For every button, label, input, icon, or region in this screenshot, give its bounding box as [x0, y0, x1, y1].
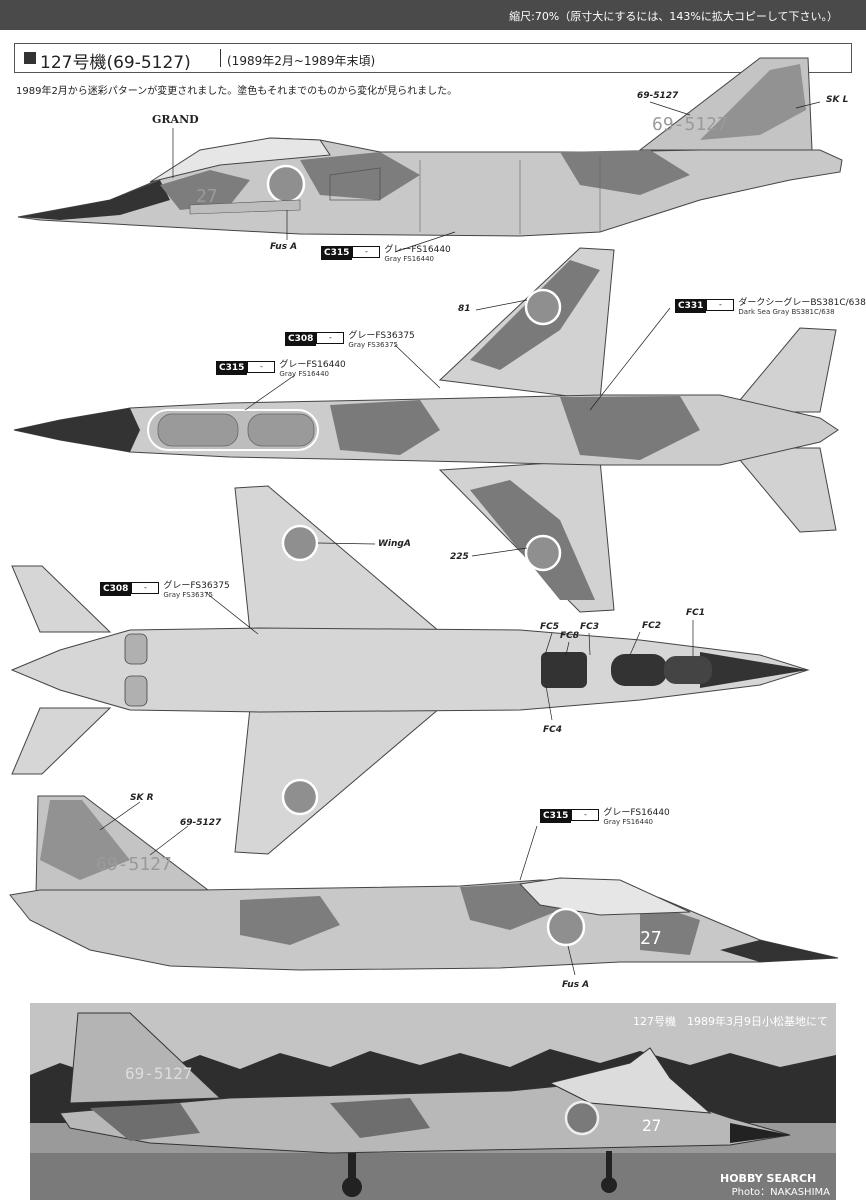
color-swatch-box: - [352, 246, 381, 258]
hobbysearch-watermark: HOBBY SEARCH [720, 1172, 817, 1185]
color-callout-c315-side-left: C315 - グレーFS16440 Gray FS16440 [321, 246, 451, 264]
color-swatch-box: - [247, 361, 276, 373]
fus-label-left: Fus A [270, 242, 298, 252]
fus-label-right: Fus A [562, 980, 590, 990]
serial-label-right: 69-5127 [180, 818, 222, 828]
tail-serial-left: 69-5127 [652, 114, 728, 135]
color-name-en: Gray FS16440 [603, 818, 653, 826]
photo-credit: Photo：NAKASHIMA [731, 1187, 830, 1198]
section-title: 127号機(69-5127) [40, 53, 191, 73]
fc2-label: FC2 [642, 621, 662, 631]
sk-left-label: SK L [826, 95, 849, 105]
color-name-en: Dark Sea Gray BS381C/638 [738, 308, 835, 316]
top-view [13, 247, 839, 613]
section-period: (1989年2月~1989年末頃) [227, 54, 376, 68]
color-code: C315 [321, 246, 353, 260]
photo-caption: 127号機 1989年3月9日小松基地にて [633, 1015, 828, 1028]
color-swatch-box: - [131, 582, 160, 594]
grand-label: GRAND [152, 113, 199, 126]
color-callout-c308-top: C308 - グレーFS36375 Gray FS36375 [285, 332, 415, 350]
tail-serial-right: 69-5127 [96, 854, 172, 875]
color-callout-c315-top: C315 - グレーFS16440 Gray FS16440 [216, 361, 346, 379]
photo-tail-serial: 69-5127 [125, 1064, 192, 1083]
tail-number-left: 27 [196, 186, 218, 207]
color-name-jp: グレーFS36375 [163, 581, 230, 591]
color-swatch-box: - [316, 332, 345, 344]
fc8-label: FC8 [560, 631, 580, 641]
side-view-left [17, 57, 843, 253]
fc4-label: FC4 [543, 725, 563, 735]
title-divider [220, 49, 221, 67]
label-81: 81 [458, 304, 471, 314]
color-callout-c331: C331 - ダークシーグレーBS381C/638 Dark Sea Gray … [675, 299, 866, 317]
color-swatch-box: - [706, 299, 735, 311]
square-bullet-icon [24, 52, 36, 64]
photo-image: 69-5127 27 [30, 1003, 836, 1200]
color-name-jp: ダークシーグレーBS381C/638 [738, 298, 866, 308]
section-title-box: 127号機(69-5127) (1989年2月~1989年末頃) [14, 43, 852, 73]
aircraft-markings: 27 69-5127 69-5127 27 [96, 114, 728, 949]
color-callout-c315-side-right: C315 - グレーFS16440 Gray FS16440 [540, 809, 670, 827]
wing-label: WingA [378, 539, 411, 549]
color-code: C308 [100, 582, 132, 596]
color-code: C331 [675, 299, 707, 313]
header-bar: 縮尺:70%（原寸大にするには、143%に拡大コピーして下さい。） [0, 0, 866, 30]
color-name-en: Gray FS16440 [279, 370, 329, 378]
fc1-label: FC1 [686, 608, 706, 618]
serial-label-left: 69-5127 [637, 91, 679, 101]
color-name-en: Gray FS36375 [348, 341, 398, 349]
side-view-right [9, 795, 839, 976]
photo-tail-number: 27 [642, 1116, 661, 1135]
fc3-label: FC3 [580, 622, 600, 632]
color-swatch-box: - [571, 809, 600, 821]
color-name-jp: グレーFS16440 [603, 808, 670, 818]
color-name-jp: グレーFS36375 [348, 331, 415, 341]
sk-right-label: SK R [130, 793, 154, 803]
color-callout-c308-bottom: C308 - グレーFS36375 Gray FS36375 [100, 582, 230, 600]
color-code: C315 [216, 361, 248, 375]
color-name-jp: グレーFS16440 [279, 360, 346, 370]
color-name-en: Gray FS36375 [163, 591, 213, 599]
fc5-label: FC5 [540, 622, 560, 632]
section-description: 1989年2月から迷彩パターンが変更されました。塗色もそれまでのものから変化が見… [16, 86, 458, 97]
color-name-jp: グレーFS16440 [384, 245, 451, 255]
color-code: C315 [540, 809, 572, 823]
color-code: C308 [285, 332, 317, 346]
reference-photo: 69-5127 27 127号機 1989年3月9日小松基地にて Photo：N… [30, 1003, 836, 1200]
bottom-view [10, 485, 810, 855]
scale-note: 縮尺:70%（原寸大にするには、143%に拡大コピーして下さい。） [509, 10, 838, 23]
color-name-en: Gray FS16440 [384, 255, 434, 263]
tail-number-right: 27 [640, 928, 662, 949]
label-225: 225 [450, 552, 469, 562]
